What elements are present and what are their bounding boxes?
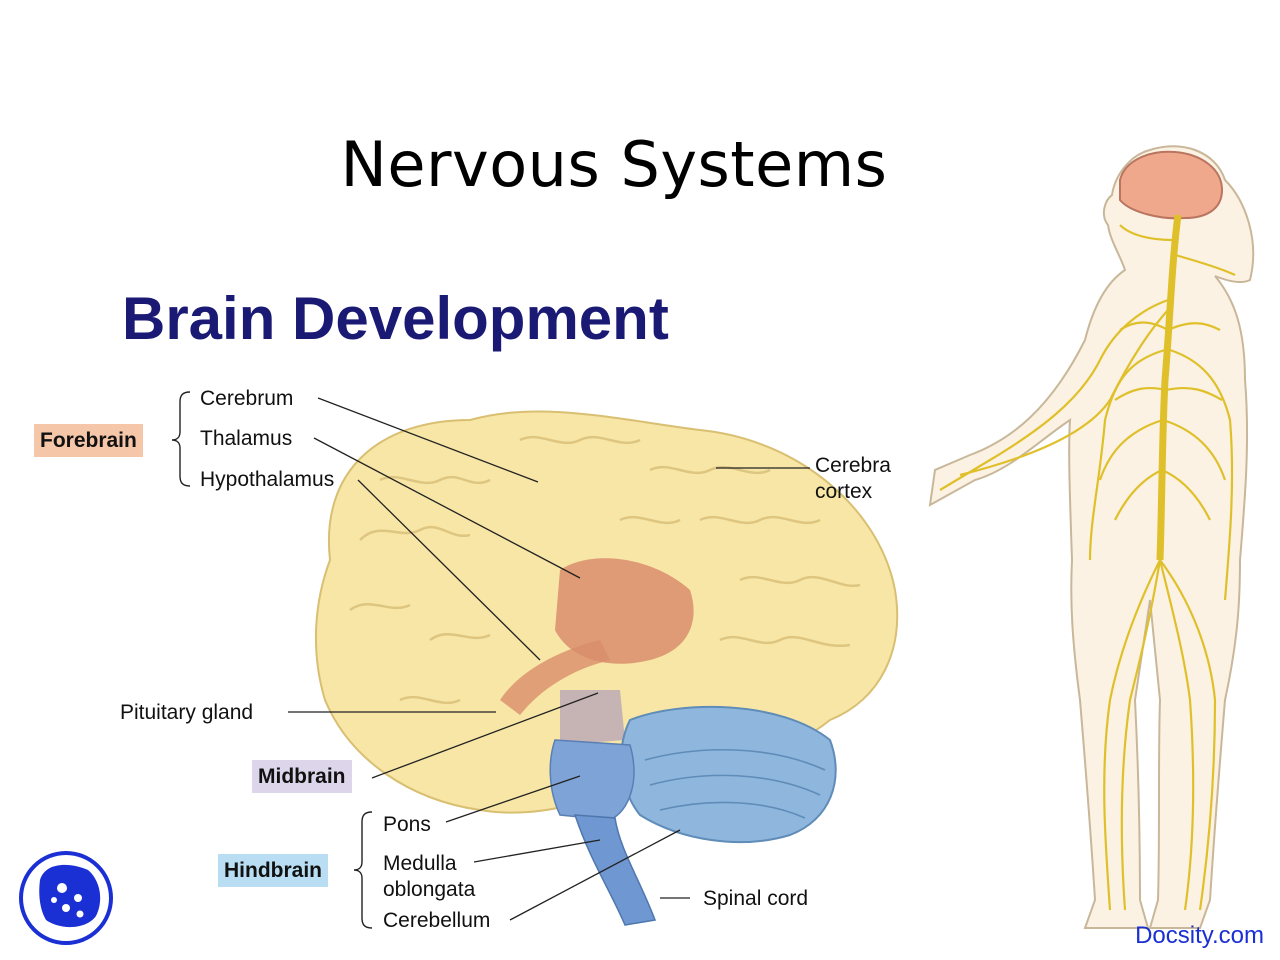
forebrain-box: Forebrain (34, 424, 143, 457)
label-spinal-cord: Spinal cord (703, 887, 809, 910)
docsity-link[interactable]: Docsity.com (1135, 922, 1264, 949)
label-cortex-line1: Cerebra (815, 454, 891, 477)
brain-illustration (314, 410, 899, 926)
gyri-pattern (349, 435, 861, 705)
label-pituitary: Pituitary gland (120, 701, 254, 724)
figure-nerves (939, 224, 1236, 911)
midbrain-shape (560, 690, 625, 745)
cerebellum-folia (644, 748, 826, 819)
thalamus-shape (555, 558, 694, 664)
label-cortex-line2: cortex (815, 480, 873, 503)
cerebellum-shape (620, 705, 837, 844)
medulla-shape (573, 814, 657, 926)
label-medulla-line2: oblongata (383, 878, 476, 901)
label-pons: Pons (383, 813, 431, 836)
slide-subtitle: Brain Development (122, 285, 669, 352)
pons-shape (549, 739, 635, 821)
label-thalamus: Thalamus (200, 427, 293, 450)
hypothalamus-shape (500, 640, 610, 715)
slide-title: Nervous Systems (340, 128, 888, 201)
figure-brain (1119, 150, 1224, 220)
region-brackets (171, 391, 373, 929)
midbrain-box: Midbrain (252, 760, 352, 793)
label-medulla-line1: Medulla (383, 852, 457, 875)
leader-lines (288, 397, 810, 921)
human-figure (928, 145, 1255, 929)
label-cerebellum: Cerebellum (383, 909, 491, 932)
logo-badge-icon (19, 851, 113, 945)
label-cerebrum: Cerebrum (200, 387, 294, 410)
hindbrain-box: Hindbrain (218, 854, 328, 887)
figure-spinal-cord (1156, 214, 1182, 561)
label-hypothalamus: Hypothalamus (200, 468, 335, 491)
